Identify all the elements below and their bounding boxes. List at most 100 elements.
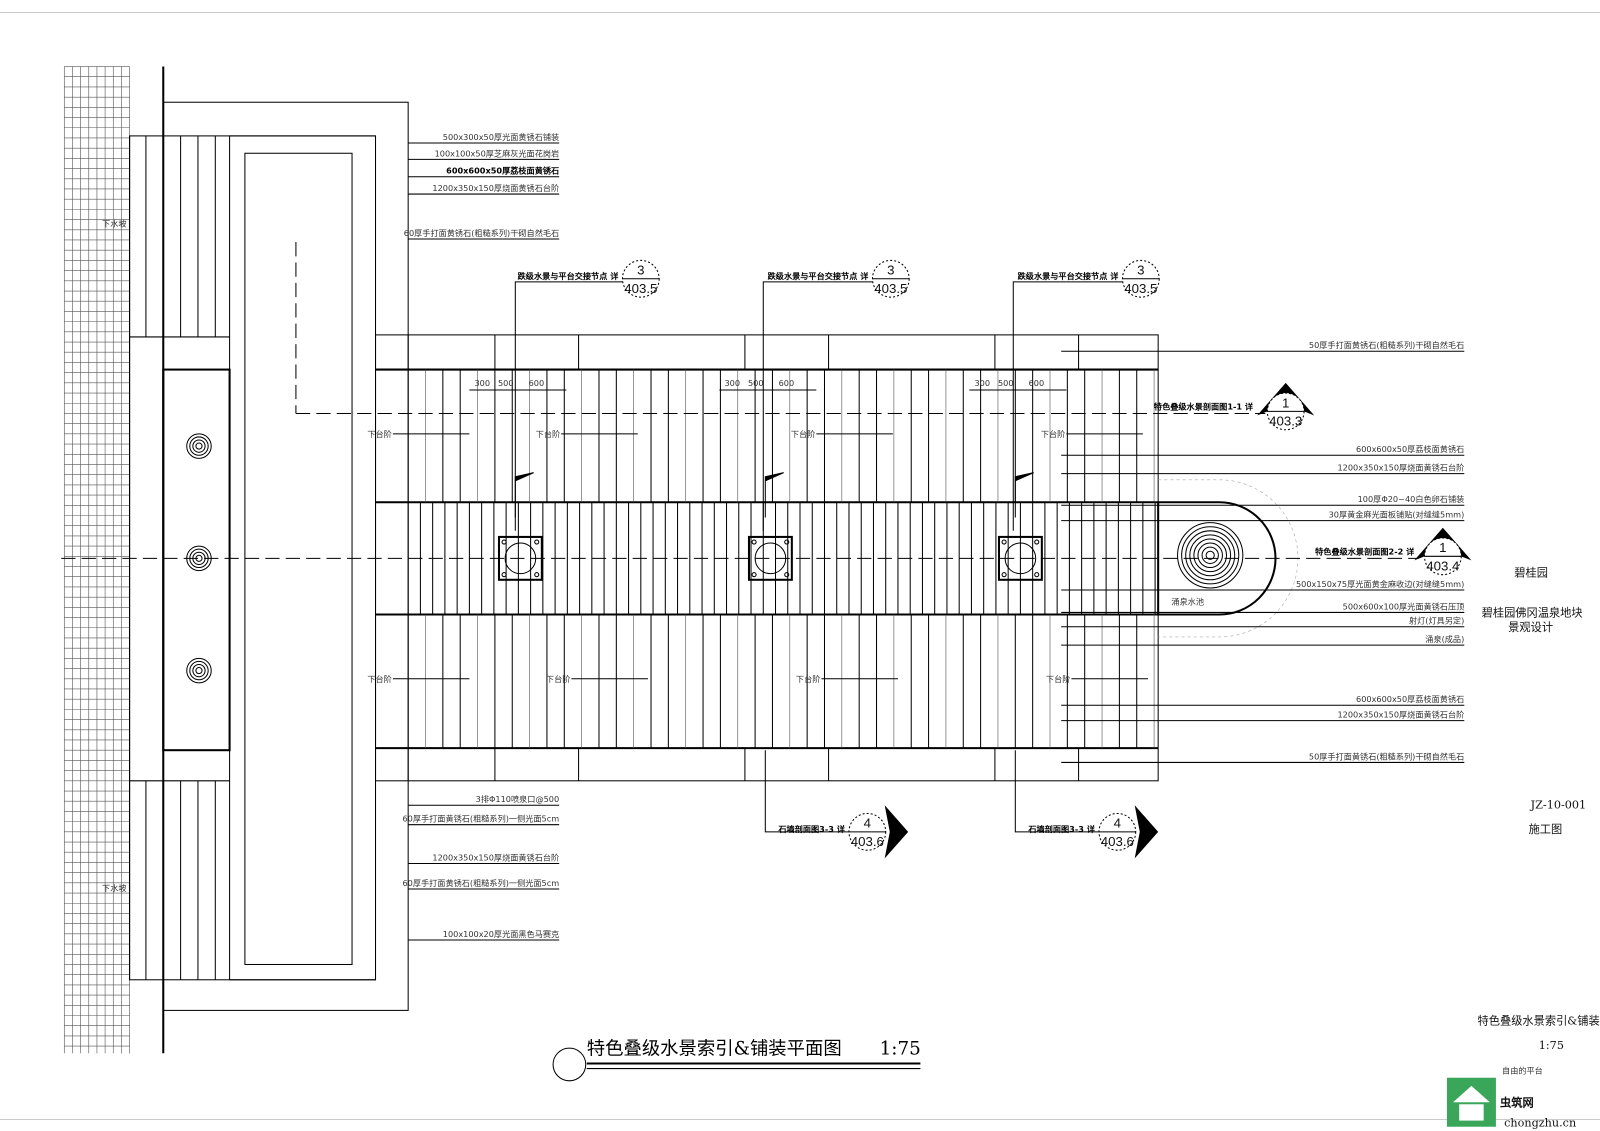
callout-left-text: 100x100x50厚芝麻灰光面花岗岩 xyxy=(435,148,560,158)
callout-right-text: 600x600x50厚荔枝面黄锈石 xyxy=(1356,444,1464,454)
slope-label: 下台阶 xyxy=(796,674,820,684)
drawing-scale-block: 1:75 xyxy=(1539,1039,1564,1052)
callout-left-text: 3排Φ110喷泉口@500 xyxy=(476,794,560,804)
client-name: 碧桂园 xyxy=(1514,566,1548,580)
section-number: 1 xyxy=(1282,395,1289,410)
fountain-ring xyxy=(189,436,209,456)
dimension-text: 600 xyxy=(529,378,545,388)
section-number: 1 xyxy=(1439,540,1446,555)
callout-left-text: 1200x350x150厚烧面黄锈石台阶 xyxy=(432,183,559,193)
bolt xyxy=(534,539,540,545)
drawing-title: 特色叠级水景索引&铺装平面图 1:75 xyxy=(552,1038,921,1082)
callout-right-text: 600x600x50厚荔枝面黄锈石 xyxy=(1356,694,1464,704)
callout-left-text: 1200x350x150厚烧面黄锈石台阶 xyxy=(432,852,559,862)
title-block: 碧桂园 碧桂园佛冈温泉地块 景观设计 JZ-10-001 施工图 特色叠级水景索… xyxy=(1478,566,1600,1052)
drawing-number: JZ-10-001 xyxy=(1530,798,1587,811)
watermark-logo: 自由的平台 虫筑网 chongzhu.cn xyxy=(1446,1066,1576,1130)
callout-right-text: 50厚手打面黄锈石(粗糙系列)干砌自然毛石 xyxy=(1309,340,1464,350)
callout-right-text: 30厚黄金麻光面板铺贴(对缝缝5mm) xyxy=(1329,510,1465,520)
callout-right-text: 50厚手打面黄锈石(粗糙系列)干砌自然毛石 xyxy=(1309,751,1464,761)
callouts-left: 500x300x50厚光面黄锈石铺装 100x100x50厚芝麻灰光面花岗岩 600… xyxy=(402,132,560,941)
bolt xyxy=(784,539,790,545)
bolt xyxy=(1034,539,1040,545)
dimension-text: 500 xyxy=(498,378,514,388)
bolt xyxy=(751,572,757,578)
callout-left-text: 100x100x20厚光面黑色马赛克 xyxy=(443,929,559,939)
callout-left-text: 60厚手打面黄锈石(粗糙系列)一侧光面5cm xyxy=(402,814,559,824)
section-number: 4 xyxy=(1114,816,1121,831)
sheet-number: 403.4 xyxy=(1426,559,1459,574)
bolt xyxy=(501,539,507,545)
section-arrow xyxy=(884,805,909,859)
pond-label: 涌泉水池 xyxy=(1171,596,1204,606)
callout-right-text: 1200x350x150厚烧面黄锈石台阶 xyxy=(1337,463,1464,473)
sheet-number: 403.5 xyxy=(1124,281,1157,296)
pond-ring xyxy=(1205,550,1215,560)
callout-left-text: 500x300x50厚光面黄锈石铺装 xyxy=(443,132,559,142)
bolt xyxy=(784,572,790,578)
dimension-text: 300 xyxy=(724,378,740,388)
pond-ring xyxy=(1189,534,1232,577)
bolt xyxy=(501,572,507,578)
watermark-sub: 自由的平台 xyxy=(1502,1066,1543,1076)
fountain-ring xyxy=(195,442,203,450)
dimension-text: 500 xyxy=(748,378,764,388)
fountain-ring xyxy=(192,663,206,678)
section-3-3-label: 石墙剖面图3-3 详 xyxy=(777,824,845,834)
project-name-2: 景观设计 xyxy=(1508,621,1553,634)
sheet-number: 403.5 xyxy=(624,281,657,296)
pond-ring xyxy=(1201,546,1219,564)
section-number: 3 xyxy=(887,263,894,278)
slope-label: 下台阶 xyxy=(536,429,560,439)
sheet-number: 403.5 xyxy=(874,281,907,296)
flag-marker xyxy=(1014,472,1034,518)
fountain-ring xyxy=(186,433,212,459)
callout-right-text: 1200x350x150厚烧面黄锈石台阶 xyxy=(1337,710,1464,720)
title-circle xyxy=(552,1047,587,1082)
section-3-3-leader xyxy=(1014,750,1099,833)
pond-ring xyxy=(1177,522,1244,589)
project-name-1: 碧桂园佛冈温泉地块 xyxy=(1482,606,1583,620)
fountain-ring xyxy=(192,439,206,453)
callout-left-text: 60厚手打面黄锈石(粗糙系列)干砌自然毛石 xyxy=(404,228,559,238)
slope-label: 下水坡 xyxy=(102,219,126,229)
slope-label: 下台阶 xyxy=(367,674,391,684)
slope-label: 下台阶 xyxy=(791,429,815,439)
dimension-text: 500 xyxy=(998,378,1014,388)
callouts-right: 50厚手打面黄锈石(粗糙系列)干砌自然毛石 600x600x50厚荔枝面黄锈石 12… xyxy=(1061,340,1465,763)
dimension-text: 300 xyxy=(974,378,990,388)
section-number: 4 xyxy=(864,816,871,831)
node-callout-label: 跌级水景与平台交接节点 详 xyxy=(1018,271,1119,281)
pond-ring xyxy=(1193,538,1228,573)
bolt xyxy=(1001,572,1007,578)
fountain-ring xyxy=(189,660,209,681)
bolt xyxy=(534,572,540,578)
node-leader xyxy=(1012,281,1123,531)
bolt xyxy=(751,539,757,545)
fountain-ring xyxy=(186,657,212,684)
callout-right-text: 500x150x75厚光面黄金麻收边(对缝缝5mm) xyxy=(1296,579,1464,589)
paving-grid-left xyxy=(63,66,130,1054)
callout-left-text: 600x600x50厚荔枝面黄锈石 xyxy=(446,166,559,176)
bolt xyxy=(1001,539,1007,545)
section-1-1-label: 特色叠级水景剖面图1-1 详 xyxy=(1154,401,1253,411)
slope-label: 下台阶 xyxy=(1046,674,1070,684)
drawing-scale: 1:75 xyxy=(880,1038,921,1059)
section-number: 3 xyxy=(1137,263,1144,278)
section-3-3-label: 石墙剖面图3-3 详 xyxy=(1027,824,1095,834)
bolt xyxy=(1034,572,1040,578)
section-2-2-label: 特色叠级水景剖面图2-2 详 xyxy=(1315,546,1414,556)
node-leader xyxy=(762,281,873,531)
watermark-url: chongzhu.cn xyxy=(1504,1117,1576,1130)
callout-right-text: 100厚Φ20~40白色卵石铺装 xyxy=(1358,494,1465,504)
dimension-text: 300 xyxy=(474,378,490,388)
sheet-number: 403.3 xyxy=(1269,414,1302,429)
slope-label: 下台阶 xyxy=(1041,429,1065,439)
callout-left-text: 60厚手打面黄锈石(粗糙系列)一侧光面5cm xyxy=(402,878,559,888)
section-arrow xyxy=(1134,805,1159,859)
node-leader xyxy=(514,281,623,531)
node-callout-label: 跌级水景与平台交接节点 详 xyxy=(768,271,869,281)
flag-marker xyxy=(764,472,784,518)
